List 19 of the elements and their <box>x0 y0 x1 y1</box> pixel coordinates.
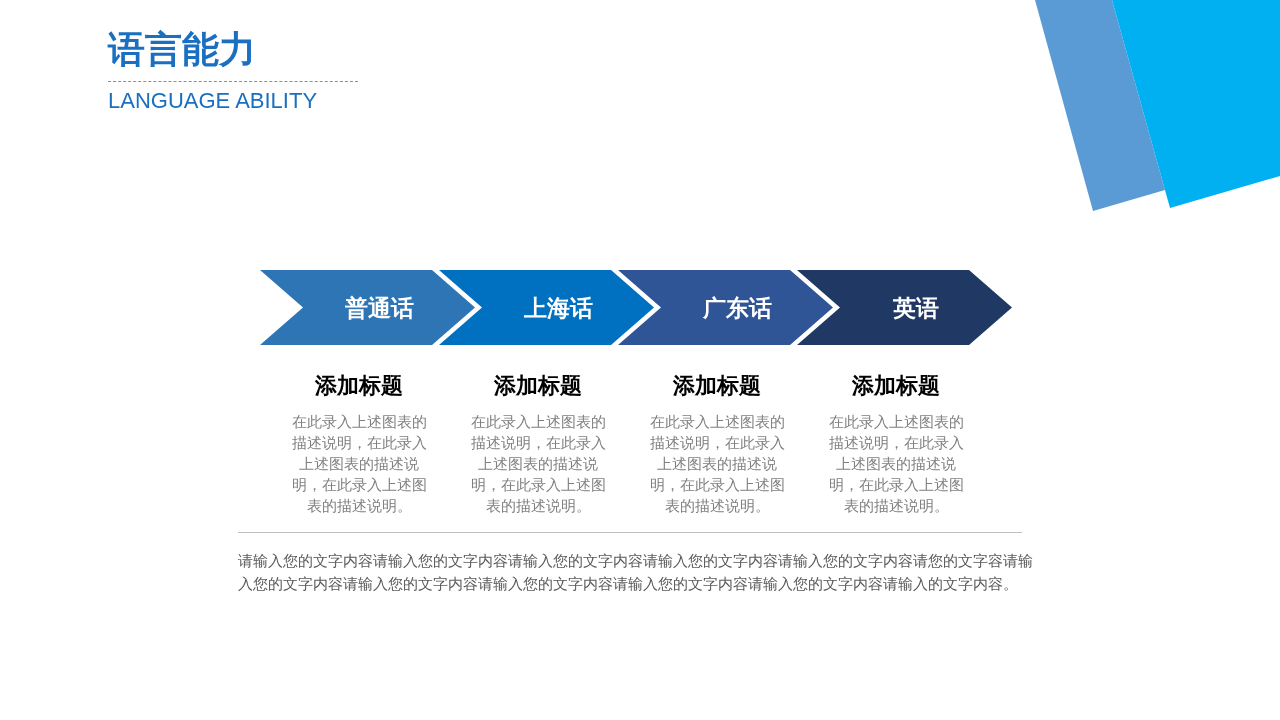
chevron-step <box>797 270 1012 345</box>
step-heading: 添加标题 <box>315 372 403 400</box>
subtitle: LANGUAGE ABILITY <box>108 88 318 114</box>
step-label: 广东话 <box>702 293 772 323</box>
step-description: 在此录入上述图表的描述说明，在此录入上述图表的描述说明，在此录入上述图表的描述说明。 <box>827 412 965 516</box>
chevron-step <box>439 270 654 345</box>
chevron-step <box>260 270 475 345</box>
step-description: 在此录入上述图表的描述说明，在此录入上述图表的描述说明，在此录入上述图表的描述说明。 <box>290 412 428 516</box>
step-heading: 添加标题 <box>673 372 761 400</box>
step-description: 在此录入上述图表的描述说明，在此录入上述图表的描述说明，在此录入上述图表的描述说明。 <box>648 412 786 516</box>
step-label: 英语 <box>893 293 939 323</box>
step-label: 普通话 <box>344 293 414 323</box>
step-description: 在此录入上述图表的描述说明，在此录入上述图表的描述说明，在此录入上述图表的描述说明。 <box>469 412 607 516</box>
step-label: 上海话 <box>523 293 593 323</box>
slide-title: 语言能力 <box>108 28 256 72</box>
step-heading: 添加标题 <box>494 372 582 400</box>
step-heading: 添加标题 <box>852 372 940 400</box>
chevron-step <box>618 270 833 345</box>
body-paragraph: 请输入您的文字内容请输入您的文字内容请输入您的文字内容请输入您的文字内容请输入您的文字内容请您的文字容请输入您的文字内容请输入您的文字内容请输入您的文字内容请输入您的文字内容请输入您的文字内容请输入的文字内容。 <box>238 551 1034 594</box>
